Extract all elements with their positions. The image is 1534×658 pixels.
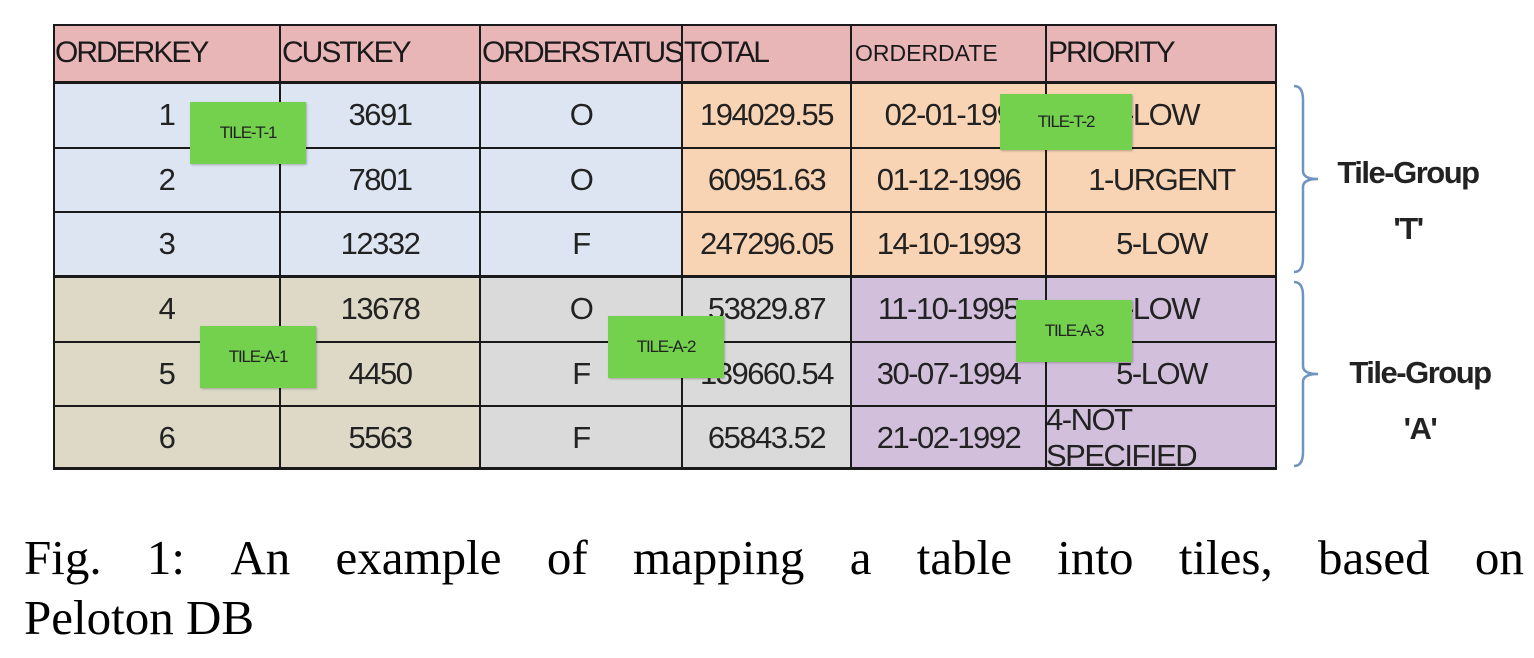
cell-orderdate: 01-12-1996 [851,148,1046,212]
caption-word: on [1474,530,1524,585]
caption-word: tiles, [1178,530,1273,585]
cell-priority: 5-LOW [1046,212,1277,276]
cell-total: 65843.52 [682,406,851,470]
header-priority: PRIORITY [1046,24,1277,82]
tile-label-tile-t-2: TILE-T-2 [1000,94,1132,150]
caption-word: example [335,530,502,585]
cell-orderdate: 30-07-1994 [851,342,1046,406]
cell-orderstatus: F [480,406,682,470]
caption-line-2: Peloton DB [24,590,255,645]
header-orderdate: ORDERDATE [851,24,1046,82]
grid-row-line [53,405,1277,407]
caption-word: 1: [146,530,186,585]
grid-column-line [279,24,281,470]
cell-custkey: 7801 [280,148,480,212]
grid-column-line [479,24,481,470]
grid-row-line [53,81,1277,84]
cell-orderstatus: O [480,82,682,148]
cell-orderkey: 3 [53,212,280,276]
caption-word: mapping [632,530,805,585]
grid-row-line [53,467,1277,470]
grid-column-line [1275,24,1277,470]
cell-total: 194029.55 [682,82,851,148]
grid-row-line [53,211,1277,213]
cell-orderdate: 02-01-199 [851,82,1046,148]
cell-custkey: 12332 [280,212,480,276]
tile-label-tile-a-3: TILE-A-3 [1016,300,1132,362]
tile-group-t-label: Tile-Group 'T' [1337,155,1480,246]
tile-label-tile-a-2: TILE-A-2 [608,316,724,378]
tile-label-tile-t-1: TILE-T-1 [190,102,306,164]
caption-word: Fig. [24,530,102,585]
cell-total: 247296.05 [682,212,851,276]
tile-group-a-label: Tile-Group 'A' [1349,355,1492,446]
caption-word: of [546,530,588,585]
grid-column-line [850,24,852,470]
caption-word: An [230,530,291,585]
cell-custkey: 3691 [280,82,480,148]
grid-column-line [1045,24,1047,470]
tile-label-tile-a-1: TILE-A-1 [200,326,316,388]
grid-row-line [53,24,1277,26]
cell-orderstatus: F [480,212,682,276]
caption-word: table [916,530,1012,585]
header-orderkey: ORDERKEY [53,24,280,82]
header-orderstatus: ORDERSTATUS [480,24,684,82]
grid-column-line [53,24,55,470]
cell-orderdate: 11-10-1995 [851,276,1046,342]
cell-orderdate: 21-02-1992 [851,406,1046,470]
cell-priority: 4-NOT SPECIFIED [1046,402,1277,473]
header-custkey: CUSTKEY [280,24,480,82]
cell-priority: 1-URGENT [1046,148,1277,212]
caption-word: a [849,530,872,585]
grid-row-line [53,275,1277,278]
cell-orderkey: 6 [53,406,280,470]
cell-orderstatus: O [480,148,682,212]
grid-row-line [53,147,1277,149]
grid-column-line [681,24,683,470]
header-total: TOTAL [682,24,851,82]
caption-word: into [1057,530,1134,585]
cell-total: 60951.63 [682,148,851,212]
caption-word: based [1318,530,1430,585]
cell-custkey: 5563 [280,406,480,470]
cell-orderdate: 14-10-1993 [851,212,1046,276]
